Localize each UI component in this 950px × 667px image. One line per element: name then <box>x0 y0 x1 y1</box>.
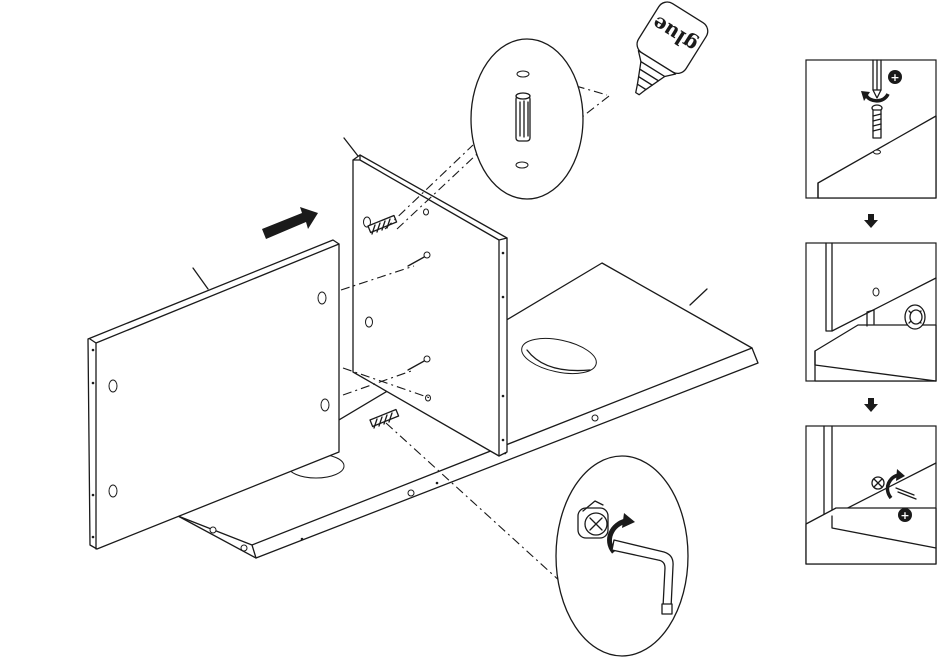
step-1-panel: + <box>806 60 936 198</box>
svg-text:+: + <box>890 71 899 84</box>
plus-icon: + <box>898 508 912 522</box>
glue-bottle-icon: glue <box>614 0 712 109</box>
plus-icon: + <box>888 70 902 84</box>
cam-lock-icon <box>872 477 884 489</box>
step-3-panel: + <box>806 426 936 564</box>
cam-lock-detail-callout <box>556 456 688 656</box>
svg-text:+: + <box>900 509 909 522</box>
right-arrow-icon <box>262 207 318 239</box>
cam-lock-icon <box>905 305 925 329</box>
cam-bolt-icon <box>872 105 882 138</box>
down-arrow-icon <box>864 398 878 412</box>
dowel-detail-callout <box>471 39 583 199</box>
step-2-panel <box>806 243 936 381</box>
down-arrow-icon <box>864 214 878 228</box>
dowel-icon <box>516 93 530 141</box>
